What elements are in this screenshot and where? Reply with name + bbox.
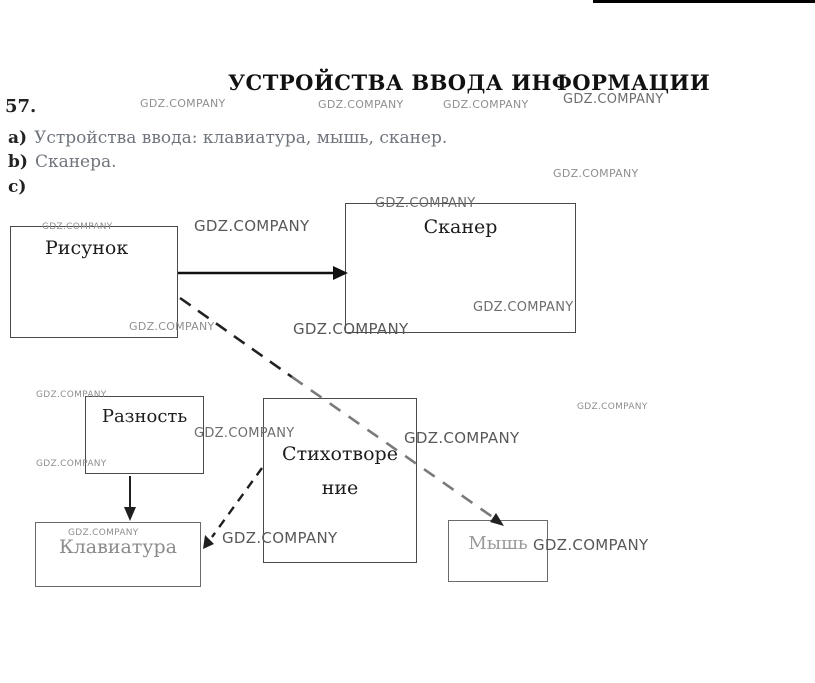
arrow-risunok-to-skaner [178, 266, 348, 280]
problem-number: 57. [5, 96, 37, 117]
answer-text: Устройства ввода: клавиатура, мышь, скан… [34, 128, 448, 148]
box-label: Стихотворе ние [282, 443, 398, 499]
scan-edge-bar [593, 0, 815, 3]
watermark-text: GDZ.COMPANY [404, 429, 520, 447]
answer-line-a: a) Устройства ввода: клавиатура, мышь, ск… [8, 128, 447, 148]
watermark-text: GDZ.COMPANY [318, 98, 404, 111]
watermark-text: GDZ.COMPANY [194, 217, 310, 235]
diagram-box-skaner: Сканер [345, 203, 576, 333]
watermark-text: GDZ.COMPANY [577, 402, 648, 412]
diagram-box-risunok: Рисунок [10, 226, 178, 338]
arrow-stihotvorenie-to-klaviatura [203, 467, 263, 549]
diagram-box-klaviatura: Клавиатура [35, 522, 201, 587]
watermark-text: GDZ.COMPANY [443, 98, 529, 111]
answer-text: Сканера. [34, 152, 117, 172]
box-label: Мышь [468, 533, 528, 554]
diagram-box-mysh: Мышь [448, 520, 548, 582]
answer-label: a) [8, 128, 28, 148]
answer-label: c) [8, 177, 27, 197]
box-label: Клавиатура [59, 536, 177, 558]
box-label: Сканер [423, 216, 498, 238]
box-label: Рисунок [45, 237, 129, 259]
box-label: Разность [101, 406, 188, 427]
arrow-raznost-to-klaviatura [124, 476, 136, 521]
watermark-text: GDZ.COMPANY [553, 167, 639, 180]
answer-line-b: b) Сканера. [8, 152, 117, 172]
diagram-box-stihotvorenie: Стихотворе ние [263, 398, 417, 563]
answer-label: b) [8, 152, 28, 172]
watermark-text: GDZ.COMPANY [140, 97, 226, 110]
answer-line-c: c) [8, 177, 33, 197]
diagram-box-raznost: Разность [85, 396, 204, 474]
page-title: УСТРОЙСТВА ВВОДА ИНФОРМАЦИИ [228, 70, 711, 95]
watermark-text: GDZ.COMPANY [533, 536, 649, 554]
